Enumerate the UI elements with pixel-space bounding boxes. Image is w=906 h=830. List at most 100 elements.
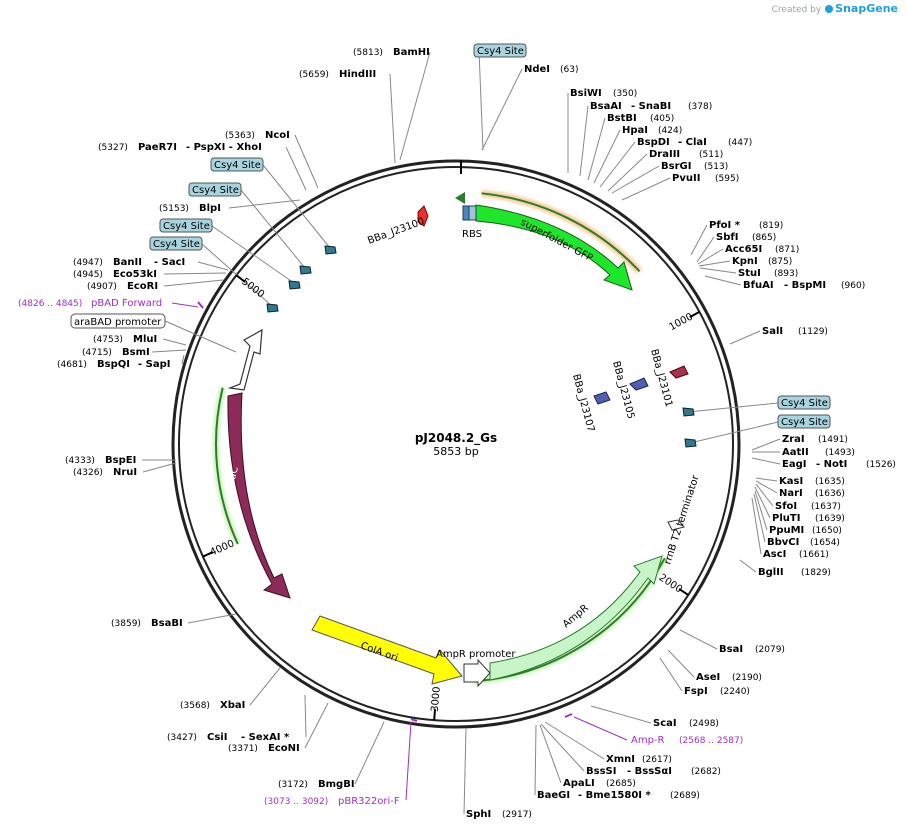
superfolder-gfp-feature[interactable]: [475, 204, 633, 291]
csy4-site-marker[interactable]: [682, 407, 695, 417]
tick-label-4000: 4000: [208, 538, 236, 558]
gfp-orange-arc: [481, 192, 641, 273]
ampr-feature[interactable]: [489, 555, 663, 681]
plasmid-size: 5853 bp: [433, 445, 478, 458]
leader-line: [463, 727, 467, 815]
csy4-site-marker[interactable]: [299, 265, 312, 275]
leader-line: [751, 457, 781, 465]
site-extra: - SapI: [138, 359, 170, 370]
leader-line: [667, 649, 695, 678]
pbad-forward-marker: [197, 301, 204, 309]
leader-line: [573, 716, 628, 741]
site-pos: (2079): [755, 645, 785, 655]
leader-line: [751, 497, 762, 555]
site-pos: (595): [715, 174, 739, 184]
restriction-site-aatii: AatII: [782, 447, 809, 458]
site-pos: (4326): [73, 468, 103, 478]
csy4-site-marker[interactable]: [288, 280, 301, 290]
site-pos: (1639): [815, 514, 845, 524]
arabad-promoter-feature[interactable]: [227, 328, 263, 391]
site-extra: - PspXI - XhoI: [186, 142, 262, 153]
site-pos: (5363): [225, 131, 255, 141]
leader-line: [539, 724, 562, 784]
leader-line: [754, 486, 771, 519]
arabad-promoter-label: araBAD promoter: [74, 317, 162, 328]
bba-j23101-feature[interactable]: [669, 365, 689, 379]
bba-j23100-feature[interactable]: [417, 205, 429, 227]
restriction-site-bsssi: BssSI: [586, 766, 616, 777]
snapgene-logo-icon: [825, 5, 834, 13]
leader-line: [181, 354, 185, 365]
restriction-site-bsai: BsaI: [719, 644, 743, 655]
tick-label-1000: 1000: [667, 311, 695, 333]
site-pos: (1661): [799, 550, 829, 560]
features-layer: [197, 189, 697, 722]
leader-line: [579, 105, 589, 177]
leader-line: [753, 493, 766, 543]
leader-line: [294, 134, 319, 189]
csy4-site-box: [777, 395, 831, 410]
tick-mark-4000: [202, 551, 214, 558]
bba-j23107-label: BBa_J23107: [570, 373, 596, 433]
site-pos: (1637): [811, 502, 841, 512]
leader-line: [587, 117, 606, 181]
restriction-site-bmgbi: BmgBI: [318, 779, 355, 790]
site-pos: (350): [613, 89, 637, 99]
csy4-site-marker[interactable]: [266, 303, 279, 313]
leader-line: [478, 50, 484, 151]
restriction-site-pvuii: PvuII: [672, 173, 700, 184]
site-pos: (3568): [180, 701, 210, 711]
leader-line: [171, 302, 199, 308]
restriction-site-banii: BanII: [113, 257, 142, 268]
leader-line: [544, 721, 605, 760]
restriction-site-sali: SalI: [762, 326, 783, 337]
bba-j23107-feature[interactable]: [593, 391, 611, 405]
site-pos: (1654): [810, 538, 840, 548]
leader-line: [755, 480, 778, 494]
restriction-site-nrui: NruI: [113, 467, 137, 478]
csy4-site-marker[interactable]: [324, 245, 337, 255]
site-pos: (4333): [65, 456, 95, 466]
restriction-site-sphi: SphI: [466, 809, 491, 820]
site-pos: (960): [841, 281, 865, 291]
site-pos: (2685): [606, 779, 636, 789]
rbs-feature[interactable]: [462, 205, 470, 221]
leader-line: [687, 402, 779, 413]
csy4-site-box: [149, 236, 203, 251]
leader-line: [696, 236, 715, 263]
created-by-text: Created by: [771, 5, 822, 15]
tick-mark-3000: [433, 709, 437, 721]
leader-line: [690, 224, 708, 256]
restriction-site-sbfi: SbfI: [716, 232, 738, 243]
arabad-promoter-label-box: [70, 313, 166, 329]
restriction-site-bspei: BspEI: [105, 455, 136, 466]
site-pos: (871): [775, 245, 799, 255]
site-pos: (1491): [818, 435, 848, 445]
leader-line: [142, 462, 177, 473]
restriction-site-nari: NarI: [779, 488, 803, 499]
ampr-promoter-feature[interactable]: [463, 658, 491, 688]
csy4-site-box: [473, 43, 527, 58]
site-pos: (2917): [502, 810, 532, 820]
bba-j23105-feature[interactable]: [629, 377, 649, 391]
amp-r-pos: (2568 .. 2587): [679, 736, 743, 746]
restriction-site-csii: CsiI: [207, 732, 227, 743]
site-extra: - SexAI *: [241, 732, 290, 743]
leader-line: [262, 164, 331, 249]
bba-j23101-label: BBa_J23101: [648, 348, 674, 408]
cola-ori-feature[interactable]: [311, 615, 463, 685]
tick-label-2000: 2000: [657, 572, 684, 595]
site-pos: (1650): [812, 526, 842, 536]
leader-line: [659, 657, 683, 692]
site-pos: (1129): [798, 327, 828, 337]
arac-feature[interactable]: [227, 392, 291, 599]
restriction-site-hpai: HpaI: [622, 125, 648, 136]
site-pos: (819): [759, 221, 783, 231]
arac-primer-arc: [215, 387, 239, 545]
restriction-site-bsaai: BsaAI: [590, 101, 622, 112]
leader-line: [607, 153, 648, 192]
csy4-site-marker[interactable]: [684, 438, 697, 448]
rrnb-t2-terminator-feature[interactable]: [667, 519, 685, 531]
leader-line: [285, 146, 307, 191]
